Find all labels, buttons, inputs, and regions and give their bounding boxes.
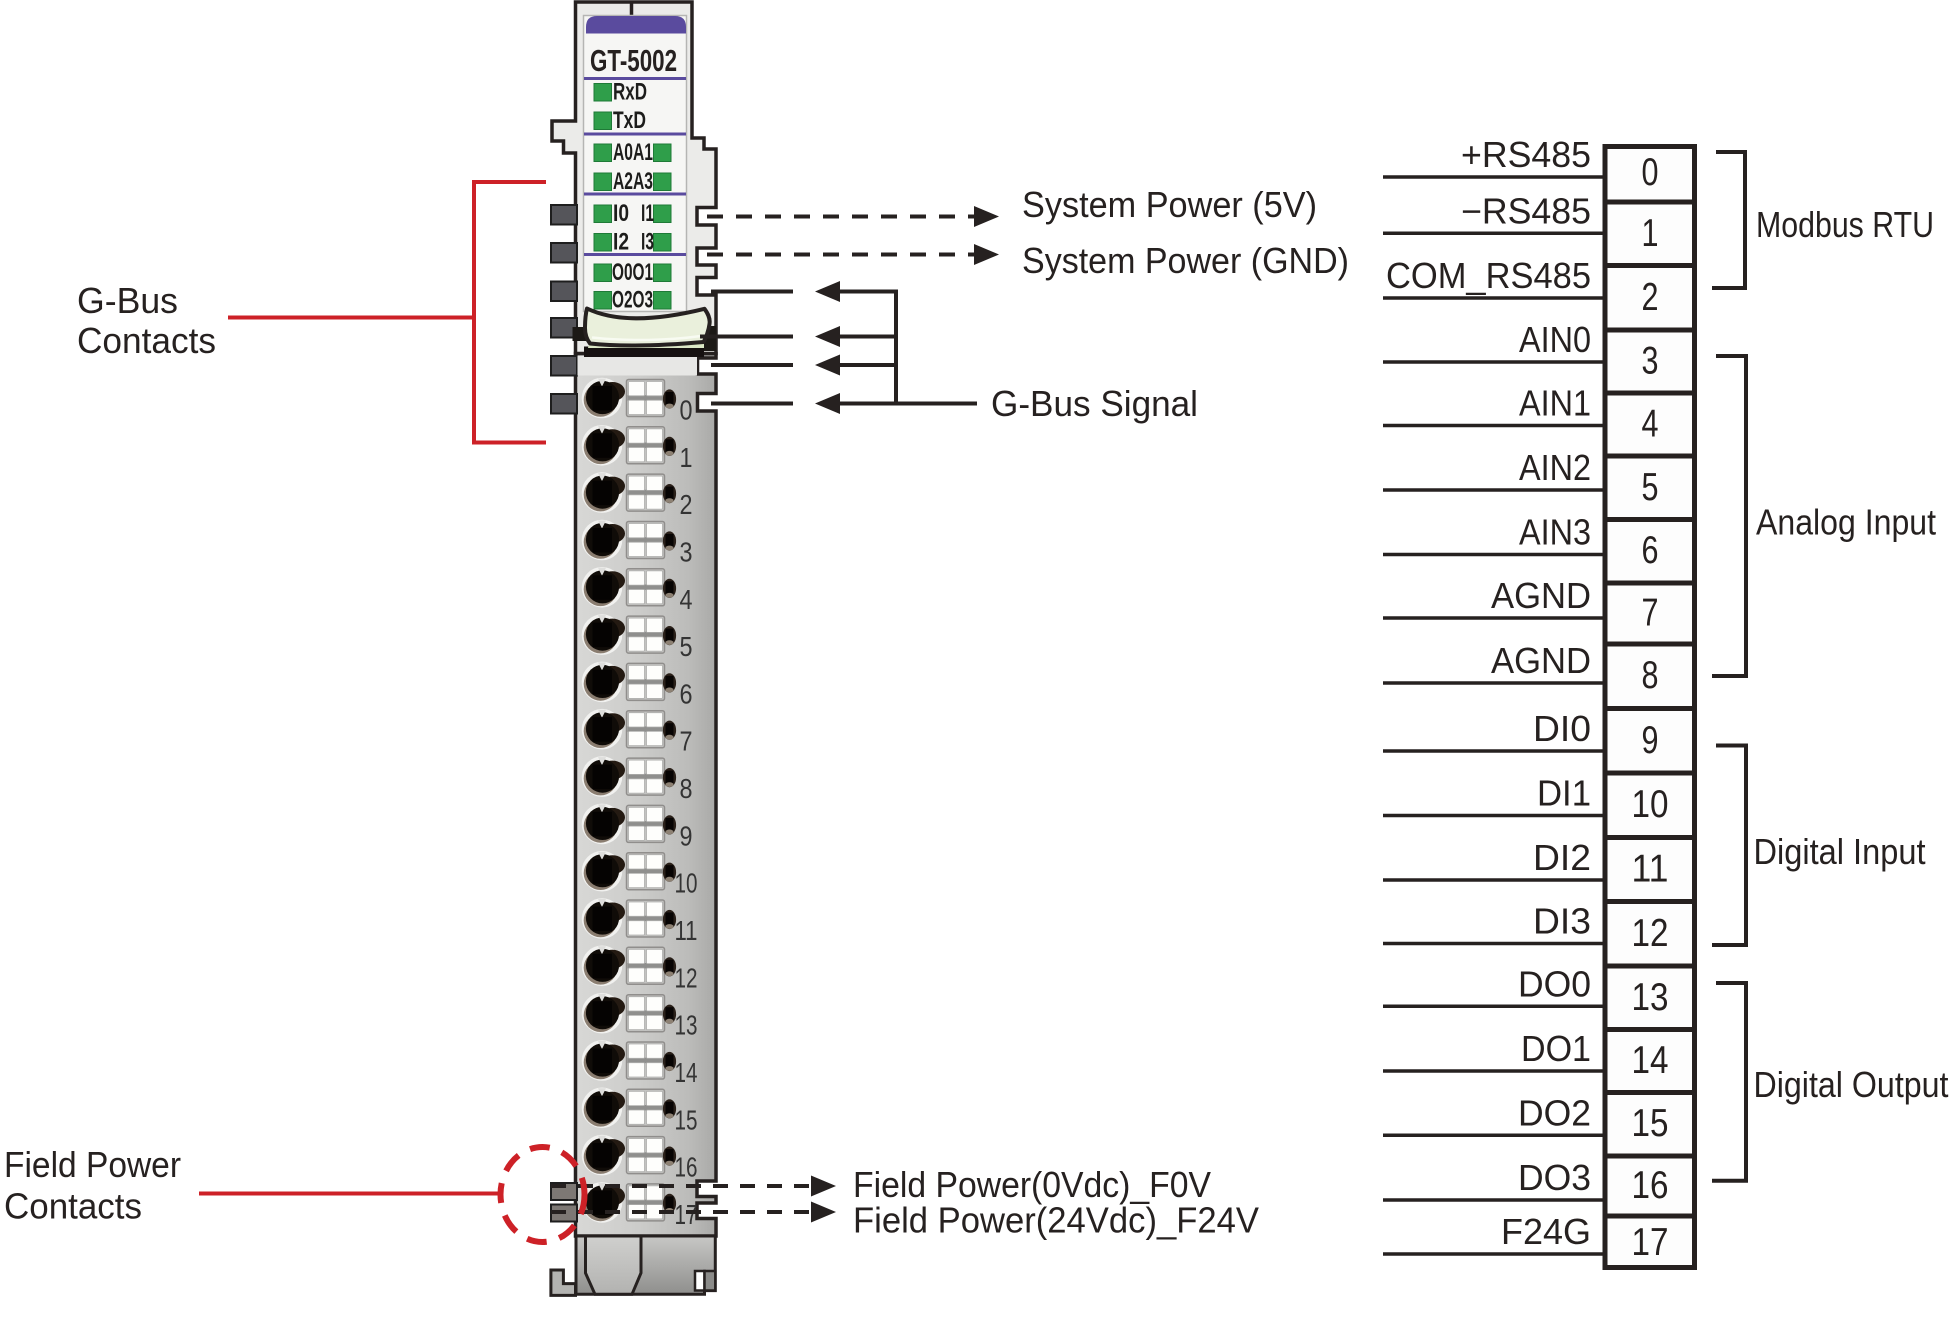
svg-text:G-Bus: G-Bus [77,280,178,321]
svg-text:DO1: DO1 [1521,1028,1591,1069]
svg-text:5: 5 [680,631,693,662]
svg-text:Digital Input: Digital Input [1754,831,1926,872]
svg-text:Modbus RTU: Modbus RTU [1756,204,1934,245]
svg-text:14: 14 [1632,1039,1669,1082]
svg-text:6: 6 [1642,529,1659,572]
svg-text:Field Power(0Vdc)_F0V: Field Power(0Vdc)_F0V [853,1164,1211,1205]
svg-text:I0: I0 [613,200,629,227]
svg-text:4: 4 [680,584,693,615]
svg-text:Digital Output: Digital Output [1754,1064,1949,1105]
svg-text:DI3: DI3 [1533,901,1591,942]
svg-text:2: 2 [680,489,693,520]
svg-text:12: 12 [675,962,698,993]
svg-text:8: 8 [680,773,693,804]
svg-text:AGND: AGND [1491,575,1591,616]
svg-text:0: 0 [680,395,693,426]
svg-text:9: 9 [1642,719,1659,762]
svg-text:5: 5 [1642,466,1659,509]
svg-text:Contacts: Contacts [77,320,216,361]
svg-text:Field Power: Field Power [4,1144,181,1185]
svg-text:Contacts: Contacts [4,1186,142,1227]
svg-text:AGND: AGND [1491,640,1591,681]
svg-text:O2O3: O2O3 [612,287,653,314]
svg-text:6: 6 [680,678,693,709]
svg-text:F24G: F24G [1501,1211,1591,1252]
svg-text:13: 13 [1632,976,1669,1019]
svg-text:10: 10 [675,868,698,899]
svg-text:3: 3 [1642,340,1659,383]
svg-text:I2: I2 [613,229,629,256]
svg-text:13: 13 [675,1010,698,1041]
svg-text:System Power (5V): System Power (5V) [1022,184,1317,225]
svg-text:12: 12 [1632,912,1669,955]
svg-text:8: 8 [1642,654,1659,697]
svg-text:I1: I1 [641,200,654,227]
svg-text:G-Bus Signal: G-Bus Signal [991,383,1198,424]
svg-text:GT-5002: GT-5002 [590,43,677,78]
svg-text:DO3: DO3 [1518,1157,1591,1198]
svg-text:Analog Input: Analog Input [1756,502,1936,543]
svg-text:O0O1: O0O1 [612,259,653,286]
svg-text:15: 15 [675,1104,698,1135]
svg-text:System Power (GND): System Power (GND) [1022,240,1349,281]
svg-text:1: 1 [680,442,693,473]
svg-text:10: 10 [1632,783,1669,826]
svg-text:AIN1: AIN1 [1519,383,1591,424]
svg-text:A2A3: A2A3 [613,168,653,195]
svg-text:AIN3: AIN3 [1519,512,1591,553]
svg-text:16: 16 [675,1152,698,1183]
svg-text:AIN0: AIN0 [1519,319,1591,360]
svg-text:DI0: DI0 [1533,708,1591,749]
svg-text:9: 9 [680,820,693,851]
svg-text:7: 7 [1642,592,1659,635]
svg-text:17: 17 [675,1199,698,1230]
svg-text:1: 1 [1642,212,1659,255]
svg-text:A0A1: A0A1 [613,139,653,166]
svg-text:AIN2: AIN2 [1519,447,1591,488]
svg-text:16: 16 [1632,1164,1669,1207]
svg-text:RxD: RxD [613,79,647,106]
svg-text:I3: I3 [641,229,654,256]
svg-text:7: 7 [680,726,693,757]
svg-text:14: 14 [675,1057,698,1088]
svg-text:11: 11 [675,915,698,946]
svg-text:DO2: DO2 [1518,1092,1591,1133]
svg-text:TxD: TxD [613,107,646,134]
svg-text:4: 4 [1642,403,1659,446]
svg-text:2: 2 [1642,276,1659,319]
svg-text:15: 15 [1632,1102,1669,1145]
svg-text:DI1: DI1 [1537,773,1591,814]
svg-text:DO0: DO0 [1518,963,1591,1004]
svg-text:3: 3 [680,537,693,568]
svg-text:COM_RS485: COM_RS485 [1386,255,1591,296]
svg-text:Field Power(24Vdc)_F24V: Field Power(24Vdc)_F24V [853,1200,1259,1241]
svg-text:−RS485: −RS485 [1461,190,1591,231]
svg-text:11: 11 [1632,848,1669,891]
svg-text:DI2: DI2 [1533,837,1591,878]
svg-text:17: 17 [1632,1221,1669,1264]
svg-text:+RS485: +RS485 [1461,134,1591,175]
svg-text:0: 0 [1642,151,1659,194]
